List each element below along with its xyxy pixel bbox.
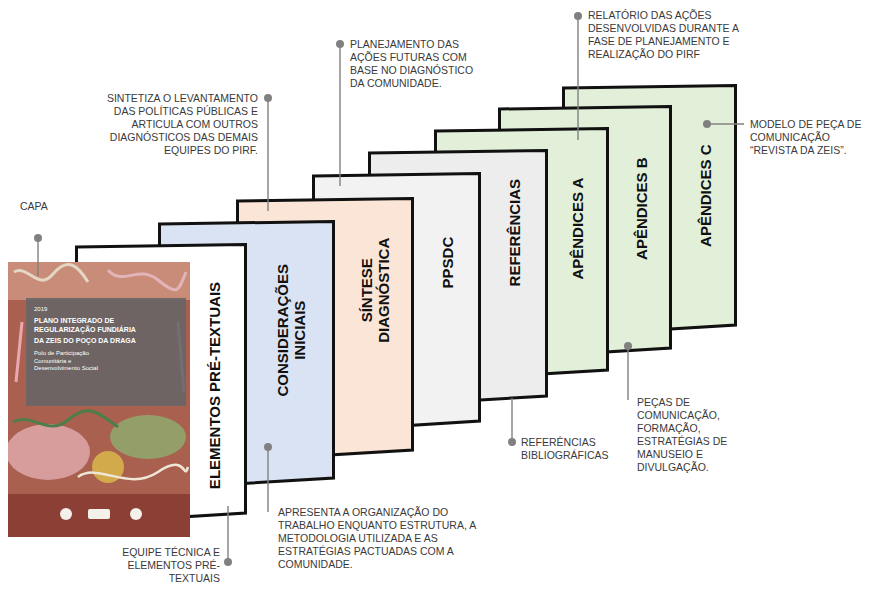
leader-dot [224,558,232,566]
card-outline [77,245,246,524]
leader-line [511,398,512,442]
leader-line [707,123,744,124]
leader-dot [703,120,711,128]
callout-text: SINTETIZA O LEVANTAMENTO DAS POLÍTICAS P… [93,92,258,157]
callout-holder: SINTETIZA O LEVANTAMENTO DAS POLÍTICAS P… [93,92,258,157]
leader-line [577,16,578,140]
leader-dot [264,443,272,451]
logo-mark [88,509,110,519]
leader-line [37,238,38,276]
leader-line [267,447,268,512]
logo-mark [60,508,72,520]
card-title: SÍNTESE DIAGNÓSTICA [358,220,393,360]
cover-text-holder: PLANO INTEGRADO DE REGULARIZAÇÃO FUNDIÁR… [34,317,146,334]
card-title-holder: PPSDC [422,254,474,271]
leader-line [627,346,628,400]
cover-text: 2019 [34,306,94,313]
graffiti-stroke [108,270,186,290]
card-title: APÊNDICES B [632,157,649,260]
card-title: ELEMENTOS PRÉ-TEXTUAIS [205,282,222,489]
logo-mark [130,508,142,520]
cover-panel [26,298,186,406]
leader-dot [624,342,632,350]
callout-holder: RELATÓRIO DAS AÇÕES DESENVOLVIDAS DURANT… [588,9,768,61]
callout-holder: MODELO DE PEÇA DE COMUNICAÇÃO “REVISTA D… [750,118,870,157]
leader-dot [574,12,582,20]
callout-text: PLANEJAMENTO DAS AÇÕES FUTURAS COM BASE … [350,38,490,90]
leader-dot [508,438,516,446]
cover-text: Polo de Participação Comunitária e Desen… [34,350,106,372]
cover-text: DA ZEIS DO POÇO DA DRAGA [34,337,174,345]
card-title: REFERÊNCIAS [506,178,523,286]
callout-text: EQUIPE TÉCNICA E ELEMENTOS PRÉ-TEXTUAIS [96,546,220,585]
graffiti-blob [110,415,186,459]
graffiti-stroke [78,465,188,479]
card-title: CONSIDERAÇÕES INICIAIS [274,242,309,417]
leader-line [339,44,340,186]
cover-text-holder: 2019 [34,306,94,313]
cover-text-holder: DA ZEIS DO POÇO DA DRAGA [34,337,174,345]
cover-band [8,262,190,300]
callout-holder: APRESENTA A ORGANIZAÇÃO DO TRABALHO ENQU… [278,506,493,571]
leader-dot [264,94,272,102]
card-title: APÊNDICES C [696,144,713,247]
leader-line [267,98,268,211]
leader-line [227,506,228,562]
card-title: APÊNDICES A [569,177,586,279]
callout-holder: REFERÊNCIAS BIBLIOGRÁFICAS [521,436,631,462]
callout-holder: PLANEJAMENTO DAS AÇÕES FUTURAS COM BASE … [350,38,490,90]
callout-text: PEÇAS DE COMUNICAÇÃO, FORMAÇÃO, ESTRATÉG… [637,396,747,474]
callout-holder: PEÇAS DE COMUNICAÇÃO, FORMAÇÃO, ESTRATÉG… [637,396,747,474]
cover-foot [8,494,190,537]
graffiti-stroke [13,411,118,427]
callout-text: CAPA [20,200,80,213]
cover-ground [8,262,190,537]
cover-text-holder: Polo de Participação Comunitária e Desen… [34,350,106,372]
callout-text: APRESENTA A ORGANIZAÇÃO DO TRABALHO ENQU… [278,506,493,571]
graffiti-blob [8,424,90,480]
leader-dot [336,40,344,48]
callout-text: RELATÓRIO DAS AÇÕES DESENVOLVIDAS DURANT… [588,9,768,61]
callout-text: REFERÊNCIAS BIBLIOGRÁFICAS [521,436,631,462]
graffiti-stroke [14,264,88,282]
cover-illustration [8,262,190,537]
callout-holder: EQUIPE TÉCNICA E ELEMENTOS PRÉ-TEXTUAIS [96,546,220,585]
cover-text: PLANO INTEGRADO DE REGULARIZAÇÃO FUNDIÁR… [34,317,146,334]
card-title: PPSDC [439,236,456,288]
callout-holder: CAPA [20,200,80,213]
callout-text: MODELO DE PEÇA DE COMUNICAÇÃO “REVISTA D… [750,118,870,157]
leader-dot [34,234,42,242]
